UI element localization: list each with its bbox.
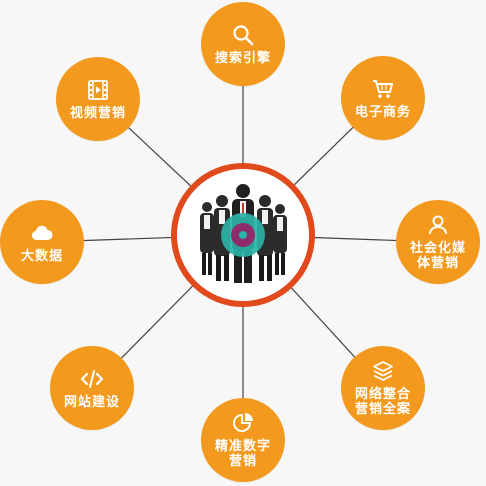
node-ecommerce-label: 电子商务 [354, 104, 411, 120]
node-social[interactable]: 社会化媒 体营销 [396, 200, 480, 284]
node-ecommerce[interactable]: 电子商务 [341, 56, 425, 140]
node-integrated[interactable]: 网络整合 营销全案 [341, 346, 425, 430]
cloud-icon [31, 225, 53, 240]
chart-icon [233, 413, 253, 432]
node-social-label: 社会化媒 体营销 [409, 241, 466, 271]
node-bigdata-label: 大数据 [20, 248, 63, 264]
hub-circle [171, 163, 315, 307]
search-icon [233, 24, 254, 45]
node-video-label: 视频营销 [69, 105, 126, 121]
node-precision-label: 精准数字 营销 [214, 439, 271, 469]
node-video[interactable]: 视频营销 [56, 57, 140, 141]
user-icon [429, 215, 447, 235]
node-search[interactable]: 搜索引擎 [201, 2, 285, 86]
shopping-cart-icon [373, 79, 393, 98]
node-search-label: 搜索引擎 [214, 50, 271, 66]
code-icon [80, 369, 104, 388]
layers-icon [373, 361, 393, 381]
node-integrated-label: 网络整合 营销全案 [354, 387, 411, 417]
node-website-label: 网站建设 [63, 394, 120, 410]
node-bigdata[interactable]: 大数据 [0, 200, 84, 284]
film-icon [88, 79, 108, 100]
node-precision[interactable]: 精准数字 营销 [201, 398, 285, 482]
node-website[interactable]: 网站建设 [50, 346, 134, 430]
business-team-photo [177, 169, 309, 301]
